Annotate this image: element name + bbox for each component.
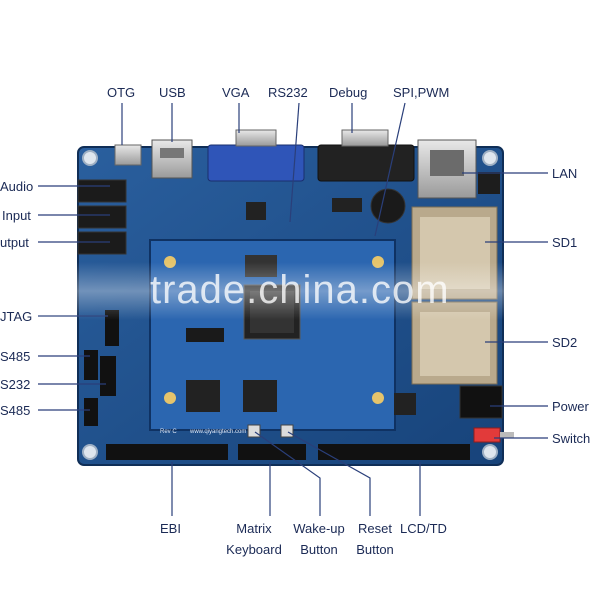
debug-connector xyxy=(317,144,415,182)
ram-chip xyxy=(245,255,277,277)
audio-jacks xyxy=(77,179,127,255)
otg-connector xyxy=(114,144,142,166)
flash-chip-1 xyxy=(186,380,220,412)
label-vga: VGA xyxy=(222,85,250,100)
label-lan: LAN xyxy=(552,166,578,181)
label-audio: Audio xyxy=(0,179,34,194)
flash-chip-2 xyxy=(243,380,277,412)
label-input: Input xyxy=(2,208,31,223)
silkscreen-rev: Rev C xyxy=(160,429,177,435)
buzzer xyxy=(370,188,406,224)
label-wakeup-line2: Button xyxy=(300,542,338,557)
label-matrix-line2: Keyboard xyxy=(226,542,282,557)
label-lcd: LCD/TD xyxy=(400,521,447,536)
vga-connector xyxy=(207,144,305,182)
label-reset-button: Reset Button xyxy=(350,521,400,557)
watermark-band xyxy=(0,262,600,320)
label-reset-line1: Reset xyxy=(358,521,392,536)
label-ebi: EBI xyxy=(160,521,181,536)
label-reset-line2: Button xyxy=(356,542,394,557)
label-debug: Debug xyxy=(329,85,368,100)
label-rs232-left: S232 xyxy=(0,377,31,392)
reset-button-part xyxy=(280,424,294,438)
label-wakeup-line1: Wake-up xyxy=(293,521,345,536)
power-switch xyxy=(473,427,501,443)
left-headers xyxy=(84,310,119,426)
label-rs485-a: S485 xyxy=(0,349,31,364)
label-switch: Switch xyxy=(552,431,591,446)
watermark-text: trade.china.com xyxy=(150,268,450,312)
label-power: Power xyxy=(552,399,589,414)
label-wakeup-button: Wake-up Button xyxy=(288,521,350,557)
label-usb: USB xyxy=(159,85,186,100)
silkscreen-url: www.qiyangtech.com xyxy=(189,429,246,435)
label-sd2: SD2 xyxy=(552,335,578,350)
label-output: utput xyxy=(0,235,29,250)
label-matrix-line1: Matrix xyxy=(236,521,272,536)
label-matrix-keyboard: Matrix Keyboard xyxy=(222,521,286,557)
power-jack xyxy=(459,385,503,419)
callout-lines xyxy=(38,102,548,516)
label-sd1: SD1 xyxy=(552,235,578,250)
label-spi-pwm: SPI,PWM xyxy=(393,85,450,100)
bottom-headers xyxy=(106,444,470,460)
wakeup-button-part xyxy=(247,424,261,438)
label-otg: OTG xyxy=(107,85,136,100)
label-rs232-top: RS232 xyxy=(268,85,308,100)
label-rs485-b: S485 xyxy=(0,403,31,418)
mounting-holes xyxy=(82,150,498,460)
label-jtag: JTAG xyxy=(0,309,33,324)
usb-connector xyxy=(151,139,193,179)
